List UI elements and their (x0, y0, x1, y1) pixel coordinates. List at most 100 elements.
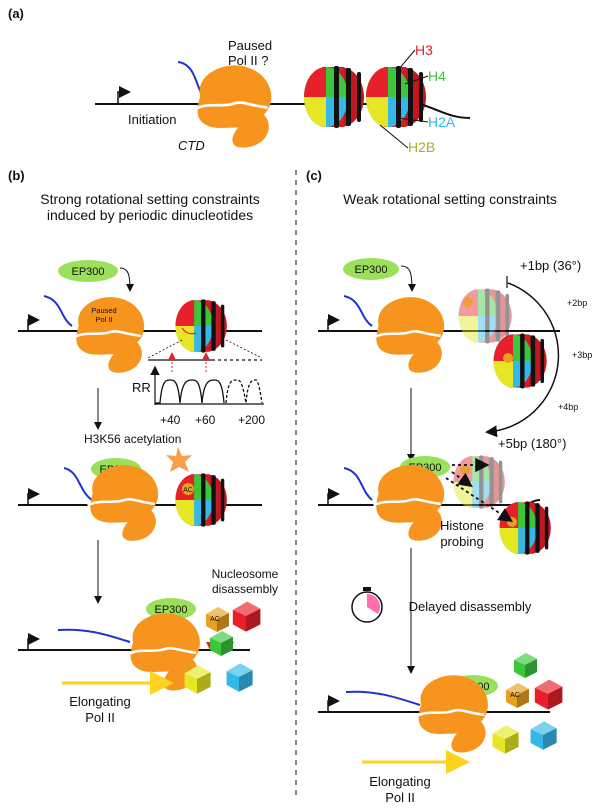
rr-mark-1 (168, 352, 176, 360)
h4-label: H4 (428, 68, 446, 84)
nucleosome-c2-ghost (453, 455, 505, 509)
ep300-b1-label: EP300 (71, 266, 104, 278)
histone-frag-h4-c (514, 653, 537, 678)
ep300-c1-arrow (400, 265, 416, 292)
elongating-label-b2: Pol II (85, 710, 115, 725)
nucleosome-a2 (366, 66, 426, 128)
elongating-label-b1: Elongating (69, 694, 130, 709)
pol2-a (193, 64, 273, 149)
paused-small-1: Paused (91, 306, 116, 315)
nucleosome-c2-rotated (499, 501, 551, 555)
probe-arrow-3 (445, 477, 514, 522)
ac-dot-c1b (503, 353, 513, 363)
tick-200: +200 (238, 413, 265, 427)
ep300-c1 (343, 258, 399, 280)
histone-frag-h2b-c (492, 725, 519, 754)
probing-label-2: probing (440, 534, 483, 549)
pol2-c1 (372, 295, 446, 375)
rr-wave-solid (155, 379, 225, 404)
paused-small-2: Pol II (95, 315, 112, 324)
rr-wave-dashed (225, 379, 263, 404)
pol2-c2 (372, 463, 446, 543)
disassembly-label-2: disassembly (212, 582, 278, 596)
elongating-label-c2: Pol II (385, 790, 415, 805)
ac-label-b2: AC (183, 487, 193, 494)
rr-label: RR (132, 380, 151, 395)
h3-label: H3 (415, 42, 433, 58)
initiation-label: Initiation (128, 112, 176, 127)
nucleosome-b2 (175, 473, 227, 527)
zoom-line-left (147, 339, 183, 359)
h2a-label: H2A (428, 114, 456, 130)
disassembly-label-1: Nucleosome (212, 567, 279, 581)
panel-c-title: Weak rotational setting constraints (343, 191, 557, 207)
probing-label-1: Histone (440, 518, 484, 533)
pol2-b2 (86, 463, 160, 543)
ep300-c1-label: EP300 (354, 264, 387, 276)
paused-label-a2: Pol II ? (228, 53, 268, 68)
rna-b3 (57, 628, 131, 643)
ep300-b1-arrow (119, 267, 134, 292)
panel-a-label: (a) (8, 6, 24, 21)
tss-arrow-c3 (327, 695, 340, 712)
zoom-line-right (225, 339, 263, 359)
timer-icon (351, 587, 383, 623)
paused-label-a1: Paused (228, 38, 272, 53)
nucleosome-c1-rotated (493, 333, 547, 389)
tss-arrow-b3 (27, 633, 40, 650)
ac-dot-c2a (460, 465, 470, 475)
ep300-b3-label: EP300 (154, 604, 187, 616)
ac-mark-b2 (182, 483, 194, 495)
acetyl-star (166, 447, 192, 472)
nucleosome-a1 (304, 66, 364, 128)
rna-c3 (345, 690, 421, 706)
panel-b-title-2: induced by periodic dinucleotides (47, 207, 253, 223)
tss-arrow-c1 (327, 314, 340, 331)
rotation-arc (485, 282, 560, 438)
elongating-label-c1: Elongating (369, 774, 430, 789)
tick-40: +40 (160, 413, 181, 427)
panel-b-label: (b) (8, 168, 25, 183)
bp4-label: +4bp (558, 402, 578, 412)
tick-60: +60 (195, 413, 216, 427)
nucleosome-b1 (175, 299, 227, 353)
tss-arrow-b1 (27, 314, 40, 331)
bp2-label: +2bp (567, 298, 587, 308)
acetylation-label: H3K56 acetylation (84, 432, 181, 446)
panel-c-label: (c) (306, 168, 322, 183)
tss-arrow-b2 (27, 488, 40, 505)
rna-b2 (63, 467, 93, 501)
h2a-pointer (397, 117, 429, 123)
tss-arrow-c2 (327, 488, 340, 505)
nucleosome-c1-ghost (458, 288, 512, 344)
red-arc-b1 (181, 327, 197, 335)
histone-frag-h2a-b (226, 663, 253, 692)
dna-tail-a (419, 103, 471, 119)
ep300-b1 (58, 260, 118, 282)
ac-label-b3: AC (210, 616, 220, 623)
delayed-label: Delayed disassembly (409, 599, 532, 614)
ac-label-c3: AC (510, 692, 520, 699)
rr-mark-2 (202, 352, 210, 360)
h3-pointer (397, 49, 416, 71)
histone-frag-h3-c (534, 679, 563, 710)
rna-c2 (343, 467, 373, 501)
rna-b1 (43, 295, 73, 327)
bp3-label: +3bp (572, 350, 592, 360)
histone-frag-h2a-c (530, 721, 557, 750)
histone-frag-h4-b (210, 631, 233, 656)
pol2-c3 (414, 673, 490, 754)
ctd-label: CTD (178, 138, 205, 153)
h4-pointer (404, 75, 429, 85)
probe-arrow-2 (451, 471, 473, 488)
ac-dot-c1a (463, 297, 473, 307)
panel-b-title-1: Strong rotational setting constraints (40, 191, 259, 207)
h2b-pointer (379, 124, 409, 149)
rna-c1 (343, 295, 373, 327)
tss-arrow-a (117, 86, 131, 104)
histone-frag-h3-b (232, 601, 261, 632)
h2b-label: H2B (408, 139, 435, 155)
bp1-label: +1bp (36°) (520, 258, 581, 273)
bp5-label: +5bp (180°) (498, 436, 566, 451)
